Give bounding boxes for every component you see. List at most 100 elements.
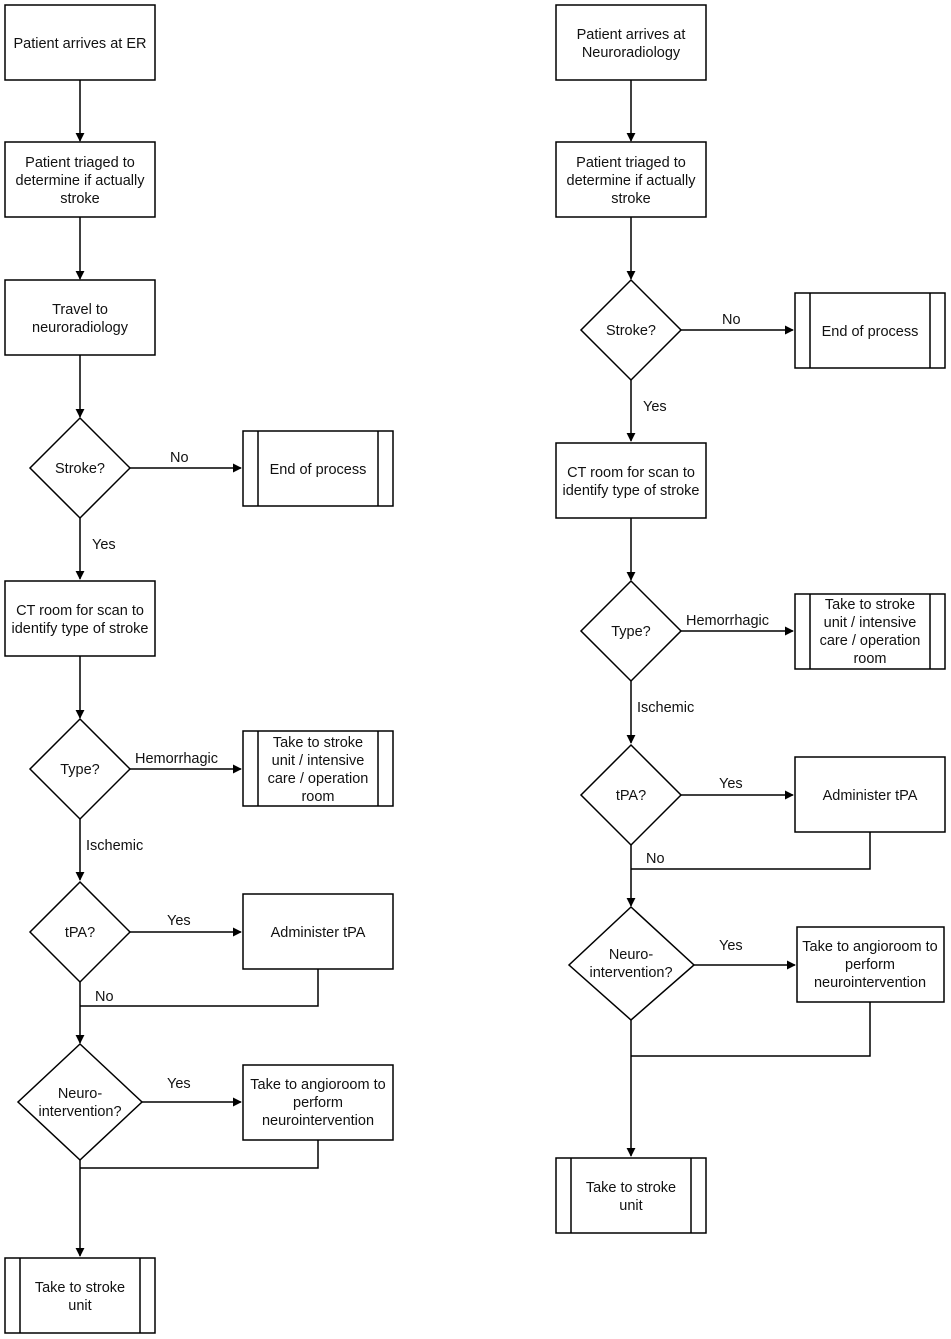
label-yes-neuro-right: Yes — [719, 938, 743, 954]
administer-tpa-text: Administer tPA — [271, 925, 366, 941]
type-decision-right — [579, 579, 683, 683]
text-line: Patient arrives at ER — [14, 36, 147, 52]
text-line: End of process — [822, 324, 919, 340]
start-node — [4, 4, 156, 81]
text-line: unit — [68, 1298, 91, 1314]
angioroom-text-right: Take to angioroom to perform neurointerven… — [802, 939, 937, 991]
label-yes-stroke: Yes — [92, 537, 116, 553]
text-line: identify type of stroke — [11, 621, 148, 637]
neurointervention-decision-right — [567, 905, 696, 1021]
stroke-unit-node — [4, 1257, 156, 1334]
stroke-decision-text: Stroke? — [55, 461, 105, 477]
neurointervention-decision — [16, 1042, 144, 1162]
stroke-unit-text-right: Take to stroke unit — [586, 1180, 676, 1214]
stroke-unit-node-right — [555, 1157, 707, 1234]
text-line: Patient triaged to — [576, 155, 686, 171]
text-line: room — [853, 651, 886, 667]
ct-scan-node-right — [555, 442, 707, 519]
text-line: room — [301, 789, 334, 805]
text-line: End of process — [270, 462, 367, 478]
stroke-decision-text-right: Stroke? — [606, 323, 656, 339]
start-node-right — [555, 4, 707, 81]
triage-text-right: Patient triaged to determine if actually s… — [567, 155, 697, 207]
ct-scan-text-right: CT room for scan to identify type of stro… — [562, 465, 699, 499]
tpa-decision-text: tPA? — [65, 925, 95, 941]
text-line: Administer tPA — [271, 925, 366, 941]
text-line: Neuro- — [609, 947, 653, 963]
text-line: tPA? — [65, 925, 95, 941]
triage-text: Patient triaged to determine if actually s… — [16, 155, 146, 207]
text-line: neurointervention — [814, 975, 926, 991]
text-line: Take to angioroom to — [802, 939, 937, 955]
text-line: CT room for scan to — [16, 603, 144, 619]
text-line: Type? — [611, 624, 651, 640]
label-no-stroke: No — [170, 450, 189, 466]
edge-angio-merge — [80, 1140, 319, 1169]
text-line: neurointervention — [262, 1113, 374, 1129]
edge-angio-merge-right — [631, 1002, 871, 1057]
label-ischemic-right: Ischemic — [637, 700, 694, 716]
text-line: perform — [845, 957, 895, 973]
text-line: determine if actually — [567, 173, 697, 189]
label-no-tpa: No — [95, 989, 114, 1005]
triage-node — [4, 141, 156, 218]
tpa-decision — [28, 880, 132, 984]
label-yes-neuro: Yes — [167, 1076, 191, 1092]
start-text: Patient arrives at ER — [14, 36, 147, 52]
administer-tpa-node — [242, 893, 394, 970]
angioroom-node — [242, 1064, 394, 1141]
angioroom-text: Take to angioroom to perform neurointerven… — [250, 1077, 385, 1129]
text-line: CT room for scan to — [567, 465, 695, 481]
travel-node — [4, 279, 156, 356]
text-line: determine if actually — [16, 173, 146, 189]
end-of-process-text: End of process — [270, 462, 367, 478]
stroke-care-text-right: Take to stroke unit / intensive care / ope… — [820, 597, 921, 667]
text-line: unit / intensive — [824, 615, 917, 631]
ct-scan-node — [4, 580, 156, 657]
stroke-decision — [28, 416, 132, 520]
text-line: stroke — [60, 191, 100, 207]
label-yes-tpa-right: Yes — [719, 776, 743, 792]
label-ischemic: Ischemic — [86, 838, 143, 854]
text-line: Take to angioroom to — [250, 1077, 385, 1093]
edge-administer-merge — [80, 969, 319, 1007]
text-line: Take to stroke — [586, 1180, 676, 1196]
text-line: intervention? — [38, 1104, 121, 1120]
edge-administer-merge-right — [631, 832, 871, 870]
text-line: Take to stroke — [825, 597, 915, 613]
text-line: Patient triaged to — [25, 155, 135, 171]
text-line: Travel to — [52, 302, 108, 318]
text-line: Type? — [60, 762, 100, 778]
text-line: tPA? — [616, 788, 646, 804]
triage-node-right — [555, 141, 707, 218]
stroke-care-node — [242, 730, 394, 807]
text-line: Take to stroke — [273, 735, 363, 751]
text-line: care / operation — [268, 771, 369, 787]
text-line: Neuro- — [58, 1086, 102, 1102]
text-line: perform — [293, 1095, 343, 1111]
text-line: care / operation — [820, 633, 921, 649]
text-line: Take to stroke — [35, 1280, 125, 1296]
text-line: stroke — [611, 191, 651, 207]
neurointervention-decision-text: Neuro-intervention? — [38, 1086, 121, 1120]
label-yes-tpa: Yes — [167, 913, 191, 929]
administer-tpa-text-right: Administer tPA — [823, 788, 918, 804]
label-yes-stroke-right: Yes — [643, 399, 667, 415]
text-line: Stroke? — [606, 323, 656, 339]
end-of-process-node — [242, 430, 394, 507]
text-line: Patient arrives at — [577, 27, 686, 43]
label-no-tpa-right: No — [646, 851, 665, 867]
connectors — [75, 80, 871, 1257]
angioroom-node-right — [796, 926, 945, 1003]
text-line: unit — [619, 1198, 642, 1214]
end-of-process-node-right — [794, 292, 946, 369]
text-line: Stroke? — [55, 461, 105, 477]
type-decision-text: Type? — [60, 762, 100, 778]
stroke-decision-right — [579, 278, 683, 382]
type-decision — [28, 717, 132, 821]
text-line: identify type of stroke — [562, 483, 699, 499]
